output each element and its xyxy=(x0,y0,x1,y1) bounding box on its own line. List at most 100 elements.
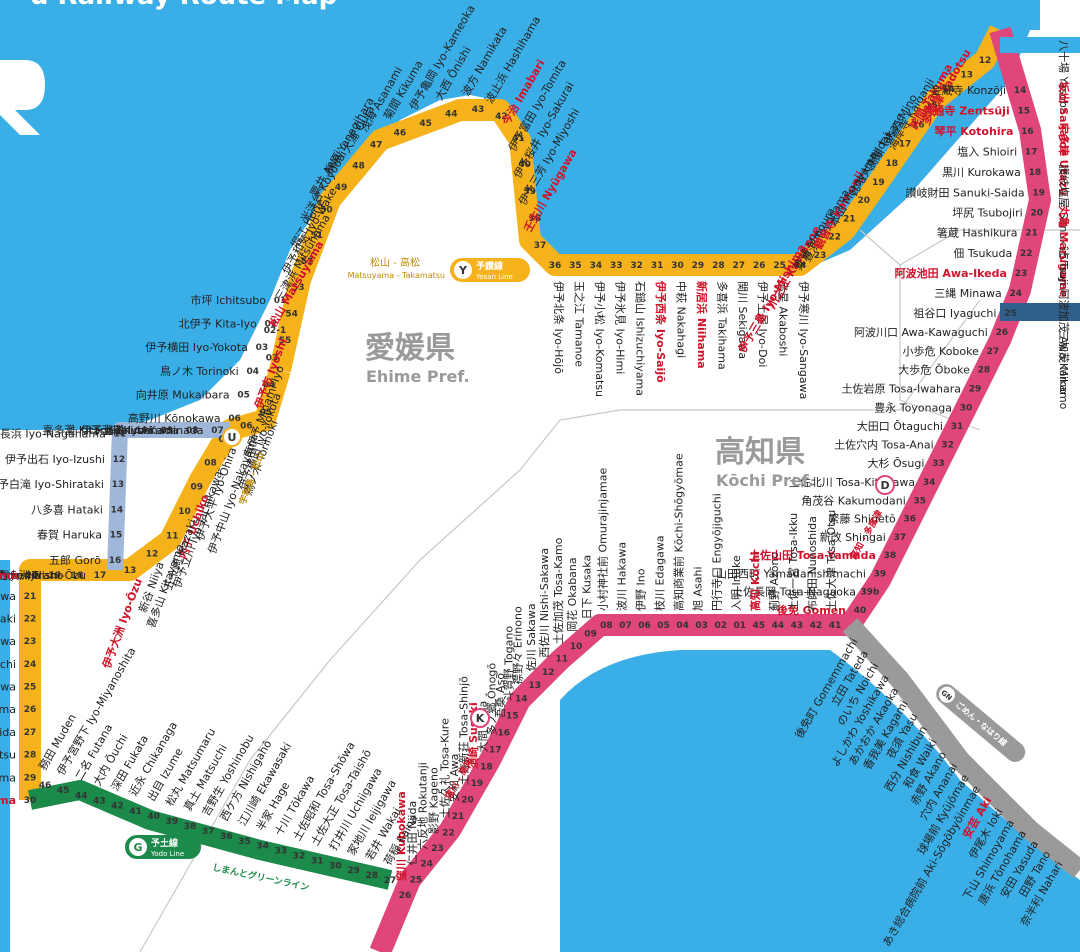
station-label-unomachi[interactable]: 卯之町 Unomachi xyxy=(0,657,16,671)
station-label-sanuki-saida[interactable]: 讃岐財田 Sanuki-Saida xyxy=(906,185,1025,199)
station-label-uwajima[interactable]: 宇和島 Uwajima xyxy=(0,793,16,807)
station-label-tosa-kure[interactable]: 土佐久礼 Tosa-Kure xyxy=(437,718,451,818)
station-label-tachima[interactable]: 立間 Tachima xyxy=(0,702,16,716)
station-label-gomen[interactable]: 後免 Gomen xyxy=(777,603,846,617)
station-label-awa-kawaguchi[interactable]: 阿波川口 Awa-Kawaguchi xyxy=(854,326,988,339)
station-label-ino[interactable]: 伊野 Ino xyxy=(635,568,648,611)
station-label-okabana[interactable]: 岡花 Okabana xyxy=(566,557,579,632)
station-label-takamitsu[interactable]: 高光 Takamitsu xyxy=(0,748,16,762)
station-label-tsukuda[interactable]: 佃 Tsukuda xyxy=(953,247,1012,260)
station-label-nakahagi[interactable]: 中萩 Nakahagi xyxy=(675,281,688,358)
station-label-kubokawa[interactable]: 窪川 Kubokawa xyxy=(394,791,408,881)
station-label-hashikura[interactable]: 箸蔵 Hashikura xyxy=(937,226,1018,240)
station-label-nishi-zu[interactable]: 西大洲 Nishi-Ōzu xyxy=(0,568,86,582)
station-label-torinoki[interactable]: 鳥ノ木 Torinoki xyxy=(160,364,239,378)
station-label-kotohira[interactable]: 琴平 Kotohira xyxy=(933,125,1013,138)
station-label-awa-ikeda[interactable]: 阿波池田 Awa-Ikeda xyxy=(895,266,1007,280)
station-label-shioiri[interactable]: 塩入 Shioiri xyxy=(957,144,1017,158)
station-label-iyo-doi[interactable]: 伊予土居 Iyo-Doi xyxy=(756,281,769,367)
station-label-niida[interactable]: 仁井田 Niida xyxy=(405,801,419,866)
station-label-senj-[interactable]: 千丈 Senjō xyxy=(0,569,41,582)
station-label-iyo-yoshida[interactable]: 伊予吉田 Iyo-Yoshida xyxy=(0,726,16,739)
station-label-as-[interactable]: 吾桑 Asō xyxy=(494,673,507,719)
station-label-kakumodani[interactable]: 角茂谷 Kakumodani xyxy=(801,493,905,507)
station-label-kita-iyo[interactable]: 北伊予 Kita-Iyo xyxy=(179,318,258,331)
station-label-tsubojiri[interactable]: 坪尻 Tsubojiri xyxy=(952,207,1023,220)
station-label-tamanoe[interactable]: 玉之江 Tamanoe xyxy=(572,281,586,367)
station-label-iyo-hirano[interactable]: 伊予平野 Iyo-Hirano xyxy=(0,569,64,582)
station-label-awa-kamo[interactable]: 阿波加茂 Awa-Kamo xyxy=(1057,289,1071,395)
station-label-kami-uwa[interactable]: 上宇和 Kami-Uwa xyxy=(0,635,16,648)
station-label-koboke[interactable]: 小歩危 Koboke xyxy=(903,344,980,358)
station-label-sekigawa[interactable]: 関川 Sekigawa xyxy=(736,281,749,359)
station-label-az-no[interactable]: 薊野 Azōno xyxy=(768,552,781,611)
station-label-hataki[interactable]: 八多喜 Hataki xyxy=(31,502,103,516)
station-label-hakawa[interactable]: 波川 Hakawa xyxy=(615,542,628,611)
station-label-kushi[interactable]: 串 Kushi xyxy=(109,424,153,437)
station-label-iyo-himi[interactable]: 伊予氷見 Iyo-Himi xyxy=(613,281,626,374)
station-label-togano[interactable]: 斗賀野 Togano xyxy=(502,626,515,702)
station-label-shimo-uwa[interactable]: 下宇和 Shimo-Uwa xyxy=(0,681,16,694)
station-label-iyo-izushi[interactable]: 伊予出石 Iyo-Izushi xyxy=(5,452,105,466)
station-label-engy-jiguchi[interactable]: 円行寺口 Engyōjiguchi xyxy=(711,493,724,611)
station-label-tosa-kamo[interactable]: 土佐加茂 Tosa-Kamo xyxy=(551,537,565,644)
station-label-tosa-anai[interactable]: 土佐穴内 Tosa-Anai xyxy=(834,438,934,452)
station-label-zents-ji[interactable]: 善通寺 Zentsūji xyxy=(922,103,1009,117)
station-label-iyo-h-j-[interactable]: 伊予北条 Iyo-Hōjō xyxy=(552,281,566,374)
station-label-konz-ji[interactable]: 金蔵寺 Konzōji xyxy=(931,83,1006,97)
station-label--taguchi[interactable]: 大田口 Ōtaguchi xyxy=(857,419,943,433)
station-label-iyaguchi[interactable]: 祖谷口 Iyaguchi xyxy=(913,306,996,320)
station-label-minawa[interactable]: 三縄 Minawa xyxy=(934,286,1002,300)
station-label-shimonada[interactable]: 下灘 Shimonada xyxy=(91,424,178,437)
station-label-erinono[interactable]: 襟野々 Erinono xyxy=(511,606,524,685)
station-label-toyonaga[interactable]: 豊永 Toyonaga xyxy=(874,400,952,414)
station-label-utazu[interactable]: 宇多津 Utazu xyxy=(1057,123,1071,196)
station-label-niihama[interactable]: 新居浜 Niihama xyxy=(695,281,709,369)
station-label-iyo-sangawa[interactable]: 伊予寒川 Iyo-Sangawa xyxy=(797,281,811,399)
station-label-iyo-kaminada[interactable]: 伊予上灘 Iyo-Kaminada xyxy=(80,424,203,437)
station-label-futaiwa[interactable]: 双岩 Futaiwa xyxy=(0,589,16,603)
station-label-iyo-komatsu[interactable]: 伊予小松 Iyo-Komatsu xyxy=(593,281,607,397)
station-label-rokutanji[interactable]: 六反地 Rokutanji xyxy=(417,762,430,850)
station-label-takihama[interactable]: 多喜浜 Takihama xyxy=(715,281,729,370)
station-label-iyo-iwaki[interactable]: 伊予石城 Iyo-Iwaki xyxy=(0,612,16,625)
station-label-kita-uwajima[interactable]: 北宇和島 Kita-Uwajima xyxy=(0,770,16,784)
station-label-kitanada[interactable]: 喜多灘 Kitanada xyxy=(42,423,127,437)
station-label-sanuki-shioya[interactable]: 讃岐塩屋 Sanuki-Shioya xyxy=(1057,164,1071,290)
station-label-ichitsubo[interactable]: 市坪 Ichitsubo xyxy=(190,293,266,307)
station-label-tosa-iwahara[interactable]: 土佐岩原 Tosa-Iwahara xyxy=(842,381,961,395)
station-label-tosa-ikku[interactable]: 土佐一宮 Tosa-Ikku xyxy=(786,513,800,611)
station-label--sugi[interactable]: 大杉 Ōsugi xyxy=(867,456,924,470)
station-label-sakawa[interactable]: 佐川 Sakawa xyxy=(524,603,538,671)
station-label-mukaibara[interactable]: 向井原 Mukaibara xyxy=(136,387,230,401)
station-label-mikamo[interactable]: 三加茂 Mikamo xyxy=(1057,330,1071,410)
station-label-akaboshi[interactable]: 赤星 Akaboshi xyxy=(777,281,790,356)
station-label-tosa-shinj-[interactable]: 土佐新荘 Tosa-Shinjō xyxy=(456,676,470,786)
station-label-haruka[interactable]: 春賀 Haruka xyxy=(37,529,102,542)
station-label-iyo-shirataki[interactable]: 伊予白滝 Iyo-Shirataki xyxy=(0,477,104,491)
station-label-tsuji[interactable]: 辻 Tsuji xyxy=(1057,247,1071,285)
station-label-tosa-yamada[interactable]: 土佐山田 Tosa-Yamada xyxy=(749,548,876,562)
station-label-shingai[interactable]: 新改 Shingai xyxy=(820,530,886,544)
station-label-marugame[interactable]: 丸亀 Marugame xyxy=(1057,205,1071,298)
station-label-asahi[interactable]: 旭 Asahi xyxy=(691,566,705,611)
station-label-iriake[interactable]: 入明 Iriake xyxy=(730,555,743,611)
station-label-iyo-yokota[interactable]: 伊予横田 Iyo-Yokota xyxy=(145,340,248,354)
station-label-yawatahama[interactable]: 八幡浜 Yawatahama xyxy=(0,568,18,582)
station-label-nishi-sakawa[interactable]: 西佐川 Nishi-Sakawa xyxy=(537,548,551,658)
station-label-gor-[interactable]: 五郎 Gorō xyxy=(49,553,101,567)
station-label-k-chi-sh-gy-mae[interactable]: 高知商業前 Kōchi-Shōgyōmae xyxy=(672,453,686,611)
station-label-ishizuchiyama[interactable]: 石鎚山 Ishizuchiyama xyxy=(634,281,648,396)
station-label-kusaka[interactable]: 日下 Kusaka xyxy=(580,555,593,620)
station-label-tosa-nagaoka[interactable]: 土佐長岡 Tosa-Nagaoka xyxy=(732,585,856,599)
station-label-yamadanishimachi[interactable]: 山田西町 Yamadanishimachi xyxy=(716,567,866,580)
station-label-shiget-[interactable]: 繁藤 Shigetō xyxy=(828,512,896,526)
station-label-edagawa[interactable]: 枝川 Edagawa xyxy=(653,535,667,611)
station-label-yasoba[interactable]: 八十場 Yasoba xyxy=(1057,40,1071,115)
station-label-iyo-saij-[interactable]: 伊予西条 Iyo-Saijō xyxy=(654,280,668,383)
station-label-k-nokawa[interactable]: 高野川 Kōnokawa xyxy=(128,411,221,425)
station-label-awa[interactable]: 安和 Awa xyxy=(447,754,461,802)
station-label-kageno[interactable]: 影野 Kageno xyxy=(428,767,441,834)
station-label-k-chi[interactable]: 高知 Kōchi xyxy=(748,551,762,611)
station-label-iyo-nagahama[interactable]: 伊予長浜 Iyo-Nagahama xyxy=(0,428,106,441)
